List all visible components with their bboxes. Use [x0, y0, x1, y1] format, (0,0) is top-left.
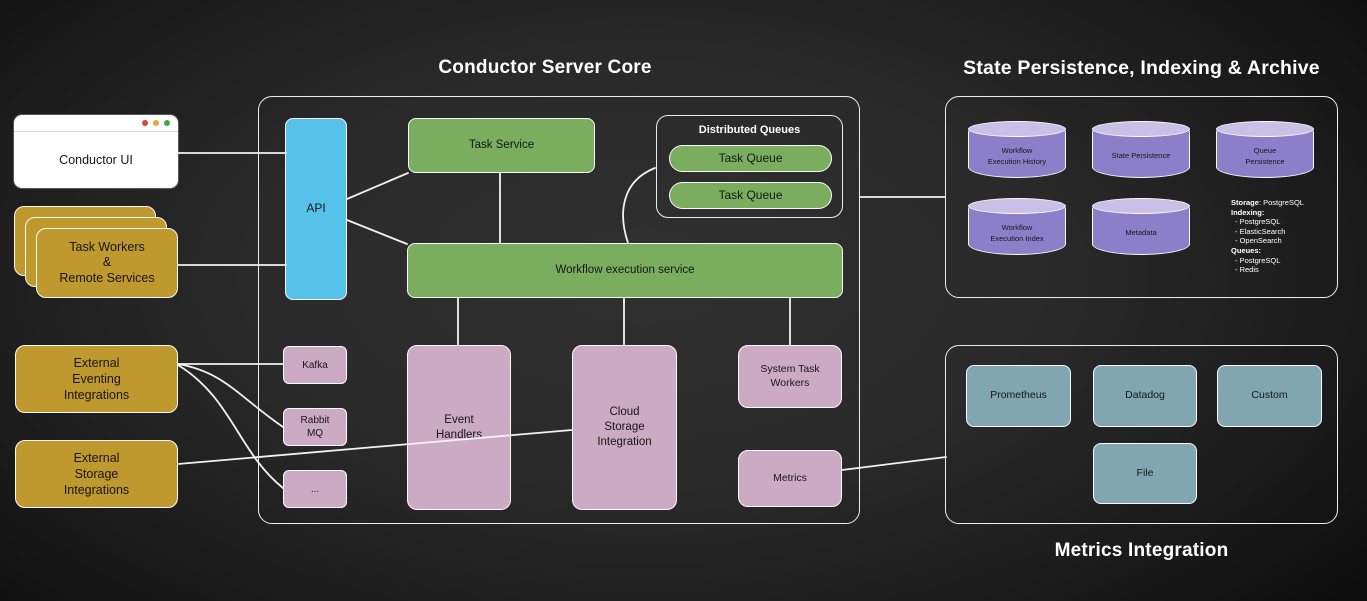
db-workflow-execution-index: Workflow Execution Index [968, 198, 1066, 255]
prometheus-box: Prometheus [966, 365, 1071, 427]
note-storage-value: : PostgreSQL [1258, 198, 1304, 207]
core-frame [258, 96, 860, 524]
db-metadata: Metadata [1092, 198, 1190, 255]
cylinder-label: Workflow Execution History [987, 146, 1047, 166]
cylinder-body [968, 129, 1066, 178]
task-queue-2: Task Queue [669, 182, 832, 209]
cylinder-label: Metadata [1125, 228, 1157, 238]
external-storage-box: External Storage Integrations [15, 440, 178, 508]
cylinder-top [1216, 121, 1314, 137]
note-line-storage: Storage: PostgreSQL [1231, 198, 1339, 208]
event-handlers-box: Event Handlers [407, 345, 511, 510]
distributed-queues-label: Distributed Queues [698, 124, 801, 136]
note-queues-label: Queues: [1231, 245, 1262, 255]
system-task-workers-box: System Task Workers [738, 345, 842, 408]
db-workflow-execution-history: Workflow Execution History [968, 121, 1066, 178]
window-titlebar [14, 115, 178, 132]
window-maximize-dot-icon [164, 120, 170, 126]
note-queues-item: - PostgreSQL [1235, 255, 1281, 265]
task-service-box: Task Service [408, 118, 595, 173]
datadog-box: Datadog [1093, 365, 1197, 427]
cylinder-top [968, 121, 1066, 137]
note-indexing-item: - ElasticSearch [1235, 226, 1286, 236]
window-minimize-dot-icon [153, 120, 159, 126]
metrics-section-title: Metrics Integration [1054, 540, 1229, 561]
note-indexing-item: - PostgreSQL [1235, 217, 1281, 227]
db-queue-persistence: Queue Persistence [1216, 121, 1314, 178]
note-indexing-item: - OpenSearch [1235, 236, 1282, 246]
core-section-title: Conductor Server Core [438, 57, 652, 78]
more-queues-box: ... [283, 470, 347, 508]
cylinder-top [1092, 198, 1190, 214]
metrics-box: Metrics [738, 450, 842, 507]
cloud-storage-integration-box: Cloud Storage Integration [572, 345, 677, 510]
rabbitmq-box: Rabbit MQ [283, 408, 347, 446]
note-storage-label: Storage [1231, 198, 1259, 207]
cylinder-body [968, 206, 1066, 255]
file-box: File [1093, 443, 1197, 504]
conductor-ui-label: Conductor UI [59, 152, 133, 167]
cylinder-top [1092, 121, 1190, 137]
external-eventing-box: External Eventing Integrations [15, 345, 178, 413]
task-queue-1: Task Queue [669, 145, 832, 172]
kafka-box: Kafka [283, 346, 347, 384]
note-indexing-label: Indexing: [1231, 207, 1265, 217]
metrics-frame [945, 345, 1338, 524]
cylinder-label: Workflow Execution Index [990, 223, 1044, 243]
api-box: API [285, 118, 347, 300]
task-workers-card-front: Task Workers & Remote Services [36, 228, 178, 298]
cylinder-label: State Persistence [1111, 151, 1171, 161]
distributed-queues-frame [656, 115, 843, 218]
window-close-dot-icon [142, 120, 148, 126]
cylinder-body [1216, 129, 1314, 178]
note-queues-item: - Redis [1235, 265, 1259, 275]
cylinder-body [1092, 206, 1190, 255]
persistence-notes: Storage: PostgreSQL Indexing: - PostgreS… [1231, 198, 1339, 275]
conductor-ui-window: Conductor UI [14, 115, 178, 188]
custom-box: Custom [1217, 365, 1322, 427]
cylinder-top [968, 198, 1066, 214]
workflow-execution-service-box: Workflow execution service [407, 243, 843, 298]
db-state-persistence: State Persistence [1092, 121, 1190, 178]
cylinder-label: Queue Persistence [1245, 146, 1285, 166]
persistence-section-title: State Persistence, Indexing & Archive [963, 57, 1320, 79]
